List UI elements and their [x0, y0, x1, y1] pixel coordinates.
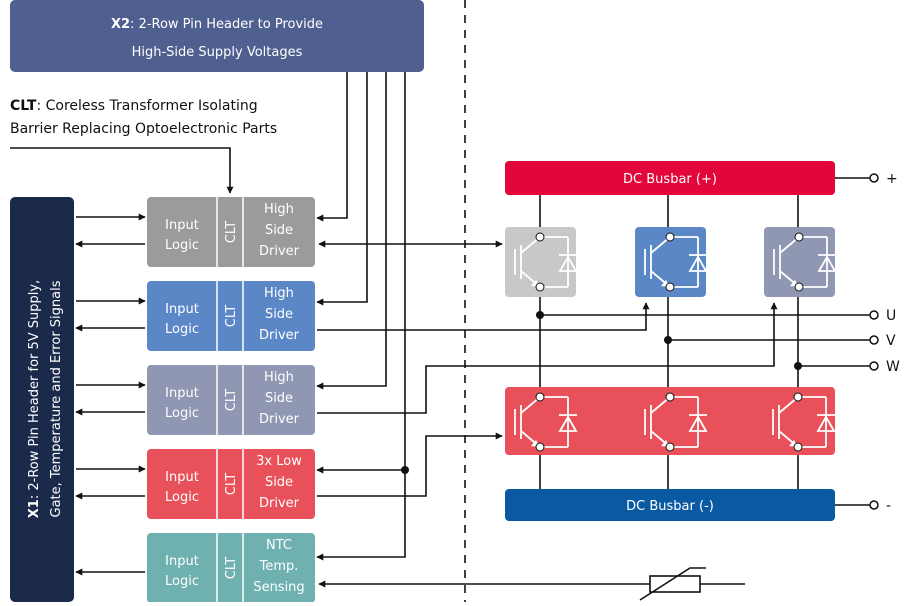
driver-2-clt: CLT [224, 305, 239, 328]
x1-title-line2: Gate, Temperature and Error Signals [49, 280, 64, 517]
driver-5-right-2: Sensing [253, 580, 304, 595]
svg-text:CLT: Coreless Transformer Isol: CLT: Coreless Transformer Isolating [10, 98, 258, 114]
driver-5-left-0: Input [165, 554, 199, 569]
low-side-igbt-2 [644, 392, 708, 452]
high-side-igbt-1 [514, 232, 578, 292]
ntc-thermistor-icon [639, 567, 706, 601]
driver-1-right-0: High [264, 202, 294, 217]
driver-4-right-1: Side [265, 475, 293, 490]
driver-1-left-0: Input [165, 218, 199, 233]
dc-busbar-negative: DC Busbar (-) - [505, 489, 891, 521]
x2-header-block: X2: 2-Row Pin Header to Provide High-Sid… [10, 0, 424, 72]
phase-label-w: W [886, 359, 900, 375]
driver-1-right-1: Side [265, 223, 293, 238]
driver-1-clt: CLT [224, 221, 239, 244]
x2-title-line2: High-Side Supply Voltages [132, 45, 303, 60]
driver-5-clt: CLT [224, 557, 239, 580]
phase-label-u: U [886, 308, 896, 324]
clt-note-text: : Coreless Transformer Isolating [36, 98, 257, 114]
low-side-igbt-1 [514, 392, 578, 452]
x2-bold: X2 [111, 17, 130, 32]
dc-busbar-positive: DC Busbar (+) + [505, 161, 898, 195]
x1-title: : 2-Row Pin Header for 5V Supply, [27, 280, 42, 499]
driver-5-right-0: NTC [266, 538, 292, 553]
driver-3-left-1: Logic [165, 406, 199, 421]
clt-note-arrow [10, 147, 234, 194]
driver-1-left-1: Logic [165, 238, 199, 253]
driver-4-right-0: 3x Low [256, 454, 302, 469]
x2-title: : 2-Row Pin Header to Provide [130, 17, 323, 32]
driver-2-left-1: Logic [165, 322, 199, 337]
driver-3-right-1: Side [265, 391, 293, 406]
busbar-drops [539, 195, 799, 489]
high-side-igbt-3 [773, 232, 837, 292]
driver-4-right-2: Driver [259, 496, 300, 511]
igbt-modules [505, 227, 837, 455]
driver-2-right-1: Side [265, 307, 293, 322]
clt-note-bold: CLT [10, 98, 37, 114]
driver-3-left-0: Input [165, 386, 199, 401]
busbar-negative-terminal: - [886, 498, 891, 514]
clt-note: CLT: Coreless Transformer Isolating Barr… [10, 98, 277, 137]
x1-header-block: X1: 2-Row Pin Header for 5V Supply, Gate… [10, 197, 74, 602]
driver-2-left-0: Input [165, 302, 199, 317]
driver-blocks: InputLogicCLTHighSideDriverInputLogicCLT… [147, 197, 315, 603]
phase-wires: U V W [536, 297, 900, 388]
driver-4-left-0: Input [165, 470, 199, 485]
driver-2-right-2: Driver [259, 328, 300, 343]
gate-wires [317, 240, 778, 588]
svg-text:X1: 2-Row Pin Header for 5V Su: X1: 2-Row Pin Header for 5V Supply, [27, 280, 42, 518]
x2-supply-wires [316, 72, 409, 561]
x1-signal-arrows [75, 213, 146, 576]
clt-note-line2: Barrier Replacing Optoelectronic Parts [10, 121, 277, 137]
driver-3-right-0: High [264, 370, 294, 385]
driver-3-clt: CLT [224, 389, 239, 412]
driver-5-right-1: Temp. [259, 559, 299, 574]
driver-4-clt: CLT [224, 473, 239, 496]
x1-bold: X1 [27, 499, 42, 518]
low-side-igbt-3 [772, 392, 836, 452]
driver-2-right-0: High [264, 286, 294, 301]
driver-3-right-2: Driver [259, 412, 300, 427]
phase-label-v: V [886, 333, 896, 349]
svg-text:X2: 2-Row Pin Header to Provid: X2: 2-Row Pin Header to Provide [111, 17, 323, 32]
busbar-negative-label: DC Busbar (-) [626, 499, 714, 514]
driver-1-right-2: Driver [259, 244, 300, 259]
driver-5-left-1: Logic [165, 574, 199, 589]
busbar-positive-terminal: + [886, 171, 898, 187]
high-side-igbt-2 [644, 232, 708, 292]
driver-4-left-1: Logic [165, 490, 199, 505]
busbar-positive-label: DC Busbar (+) [623, 172, 717, 187]
